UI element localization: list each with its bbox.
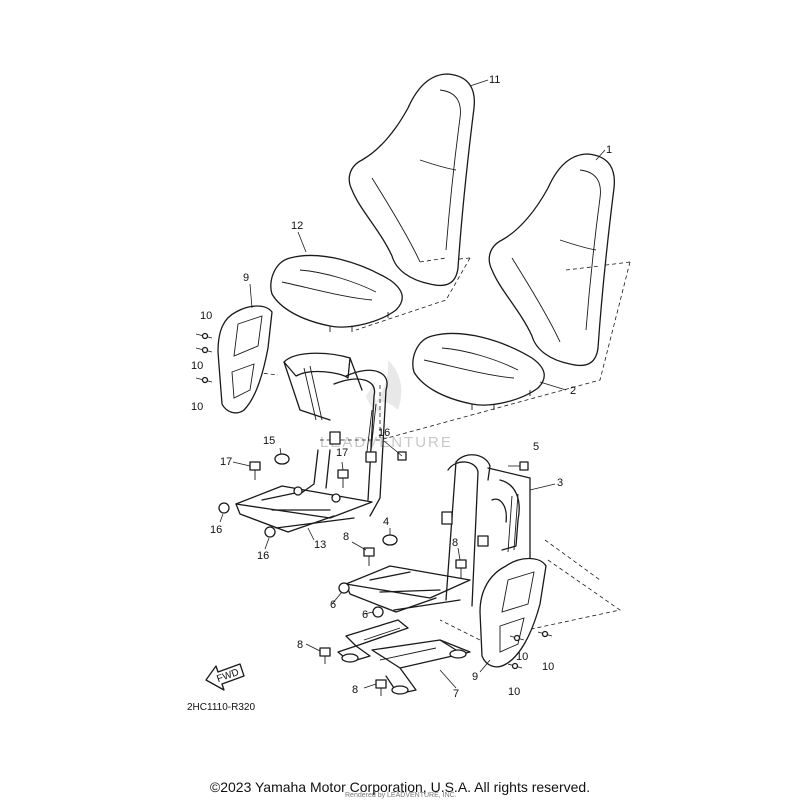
- seat-frame-13: [235, 352, 388, 533]
- callout-9-left: 9: [243, 272, 249, 284]
- callout-8-a: 8: [343, 531, 349, 543]
- callout-10-f: 10: [508, 686, 520, 698]
- callout-14: 15: [263, 435, 275, 447]
- callout-17-right: 17: [336, 447, 348, 459]
- callout-10-c: 10: [191, 401, 203, 413]
- callout-16-b: 16: [257, 550, 269, 562]
- seat-rail-7: [337, 619, 471, 695]
- seatback-11: [348, 73, 476, 287]
- diagram-code: 2HC1110-R320: [187, 702, 255, 713]
- callout-10-b: 10: [191, 360, 203, 372]
- callout-9-right: 9: [472, 671, 478, 683]
- callout-6-a: 6: [330, 599, 336, 611]
- seatback-1: [488, 153, 616, 367]
- callout-2: 2: [570, 385, 576, 397]
- callout-10-d: 10: [516, 651, 528, 663]
- seat-cushion-2: [412, 332, 545, 410]
- callout-13: 13: [314, 539, 326, 551]
- callout-16-a: 16: [210, 524, 222, 536]
- callout-8-b: 8: [452, 537, 458, 549]
- callout-labels: 11 1 12 9 10 10 10 2 16 15 5 17 17 3 16 …: [191, 74, 612, 700]
- callout-8-c: 8: [297, 639, 303, 651]
- copyright-notice: ©2023 Yamaha Motor Corporation, U.S.A. A…: [209, 779, 591, 795]
- callout-5: 5: [533, 441, 539, 453]
- callout-12: 12: [291, 220, 303, 232]
- callout-7: 7: [453, 688, 459, 700]
- leadventure-watermark-icon: [366, 360, 402, 414]
- hardware: [195, 332, 553, 696]
- callout-3: 3: [557, 477, 563, 489]
- callout-8-d: 8: [352, 684, 358, 696]
- side-guard-9-right: [479, 557, 547, 668]
- callout-6-b: 6: [362, 609, 368, 621]
- callout-17-left: 17: [220, 456, 232, 468]
- callout-10-a: 10: [200, 310, 212, 322]
- leader-lines: [219, 79, 606, 689]
- rendered-by: Rendered by LEADVENTURE, INC.: [345, 792, 457, 799]
- fwd-arrow-icon: FWD: [205, 663, 245, 691]
- callout-4: 4: [383, 516, 389, 528]
- side-guard-9-left: [217, 305, 273, 414]
- callout-10-e: 10: [542, 661, 554, 673]
- seat-cushion-12: [270, 254, 403, 332]
- callout-15: 16: [378, 427, 390, 439]
- callout-11: 11: [489, 74, 500, 86]
- callout-1: 1: [606, 144, 612, 156]
